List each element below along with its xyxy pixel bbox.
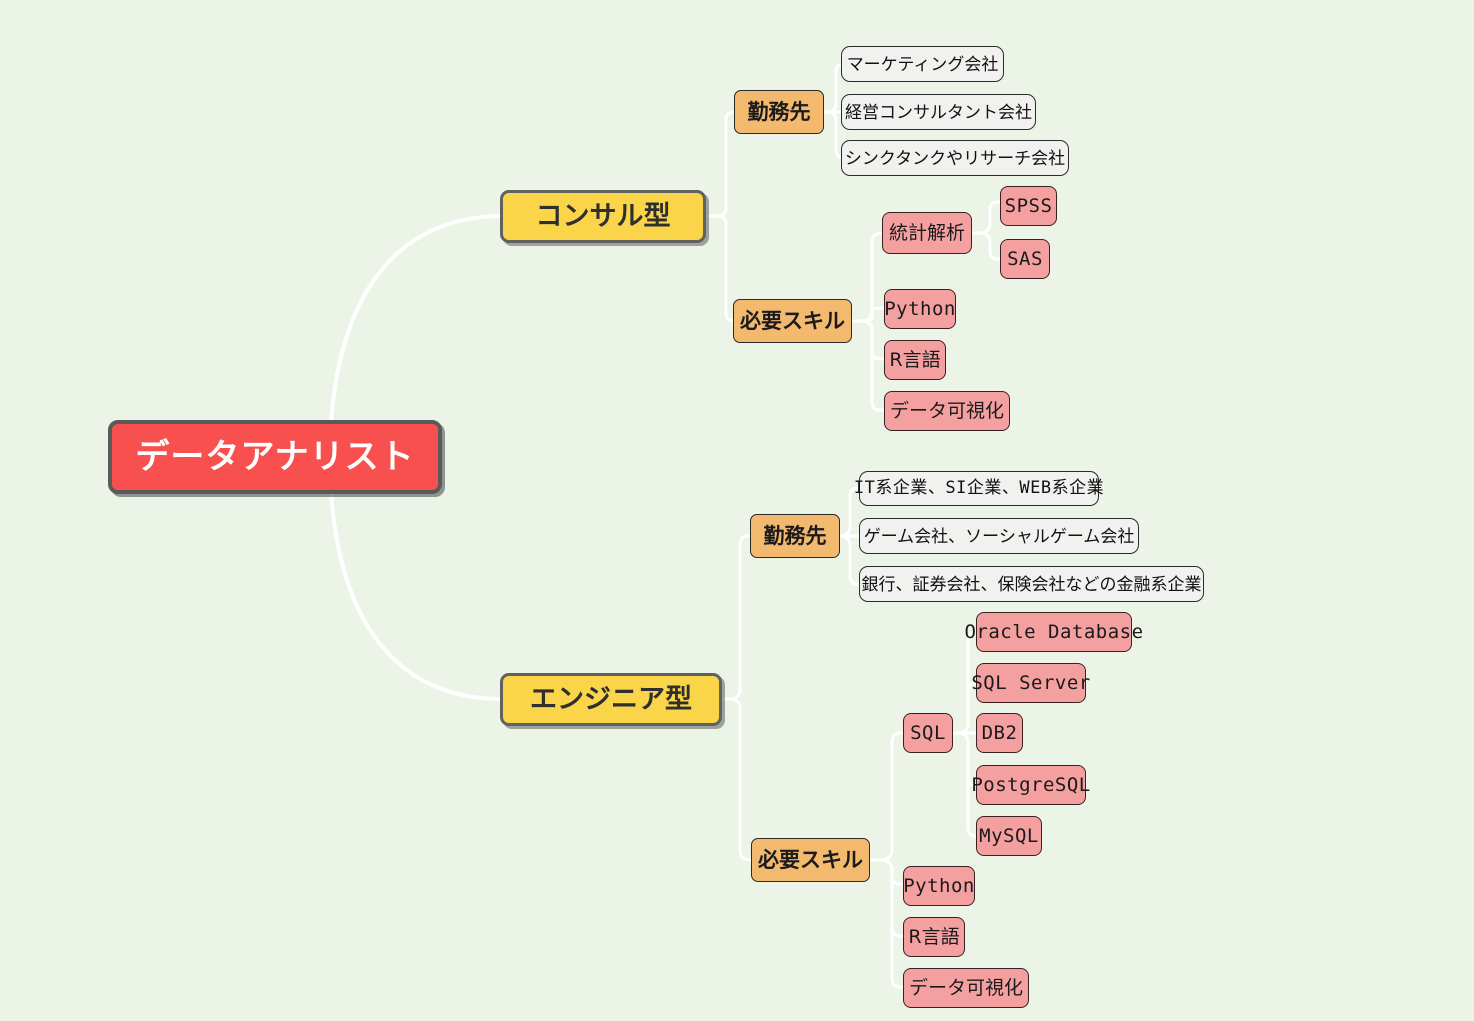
skill-node-consultant-statistics[interactable]: 統計解析 <box>882 212 972 254</box>
category-node-engineer-skills-label: 必要スキル <box>758 848 863 872</box>
skill-node-consultant-python-label: Python <box>884 297 956 320</box>
category-node-engineer-workplace-label: 勤務先 <box>763 524 827 548</box>
skill-node-sql-server-label: SQL Server <box>971 671 1091 694</box>
skill-node-mysql[interactable]: MySQL <box>976 816 1042 856</box>
skill-node-engineer-python-label: Python <box>903 874 975 897</box>
skill-node-consultant-visualization-label: データ可視化 <box>890 399 1005 422</box>
skill-node-engineer-r-label: R言語 <box>908 925 960 948</box>
skill-node-sql-label: SQL <box>910 721 946 744</box>
leaf-node-engineer-workplace-1[interactable]: IT系企業、SI企業、WEB系企業 <box>854 471 1104 506</box>
skill-node-engineer-r[interactable]: R言語 <box>903 917 965 957</box>
leaf-node-consultant-workplace-1[interactable]: マーケティング会社 <box>841 46 1004 82</box>
leaf-node-engineer-workplace-3[interactable]: 銀行、証券会社、保険会社などの金融系企業 <box>859 566 1204 602</box>
category-node-consultant-workplace[interactable]: 勤務先 <box>734 90 824 134</box>
skill-node-engineer-visualization-label: データ可視化 <box>909 976 1024 999</box>
category-node-consultant-skills-label: 必要スキル <box>740 309 845 333</box>
leaf-node-consultant-workplace-3-label: シンクタンクやリサーチ会社 <box>844 148 1066 168</box>
branch-node-consultant[interactable]: コンサル型 <box>500 190 706 243</box>
root-node-label: データアナリスト <box>135 438 415 476</box>
category-node-consultant-skills[interactable]: 必要スキル <box>733 299 852 343</box>
skill-node-sql[interactable]: SQL <box>903 713 953 753</box>
skill-node-oracle-database-label: Oracle Database <box>964 620 1144 643</box>
leaf-node-consultant-workplace-3[interactable]: シンクタンクやリサーチ会社 <box>841 140 1069 176</box>
skill-node-consultant-statistics-label: 統計解析 <box>889 222 966 244</box>
branch-node-engineer[interactable]: エンジニア型 <box>500 673 722 726</box>
skill-node-spss-label: SPSS <box>1004 194 1053 217</box>
skill-node-consultant-r[interactable]: R言語 <box>884 340 946 380</box>
leaf-node-consultant-workplace-1-label: マーケティング会社 <box>846 54 999 74</box>
skill-node-db2[interactable]: DB2 <box>976 713 1023 753</box>
leaf-node-engineer-workplace-2-label: ゲーム会社、ソーシャルゲーム会社 <box>863 526 1135 546</box>
leaf-node-consultant-workplace-2-label: 経営コンサルタント会社 <box>845 102 1032 122</box>
skill-node-mysql-label: MySQL <box>979 824 1039 847</box>
skill-node-oracle-database[interactable]: Oracle Database <box>964 612 1143 652</box>
category-node-engineer-skills[interactable]: 必要スキル <box>751 838 870 882</box>
leaf-node-engineer-workplace-2[interactable]: ゲーム会社、ソーシャルゲーム会社 <box>859 518 1139 554</box>
skill-node-sas[interactable]: SAS <box>1000 239 1050 279</box>
skill-node-sql-server[interactable]: SQL Server <box>971 663 1090 703</box>
skill-node-engineer-python[interactable]: Python <box>903 866 975 906</box>
leaf-node-engineer-workplace-3-label: 銀行、証券会社、保険会社などの金融系企業 <box>861 574 1202 594</box>
category-node-consultant-workplace-label: 勤務先 <box>747 100 811 124</box>
skill-node-engineer-visualization[interactable]: データ可視化 <box>903 968 1029 1008</box>
skill-node-spss[interactable]: SPSS <box>1000 186 1057 226</box>
root-node[interactable]: データアナリスト <box>108 420 442 494</box>
leaf-node-consultant-workplace-2[interactable]: 経営コンサルタント会社 <box>841 94 1036 130</box>
skill-node-consultant-python[interactable]: Python <box>884 289 956 329</box>
skill-node-consultant-r-label: R言語 <box>889 348 941 371</box>
leaf-node-engineer-workplace-1-label: IT系企業、SI企業、WEB系企業 <box>853 478 1105 498</box>
branch-node-engineer-label: エンジニア型 <box>530 684 692 714</box>
skill-node-postgresql[interactable]: PostgreSQL <box>971 765 1090 805</box>
branch-node-consultant-label: コンサル型 <box>535 201 671 231</box>
category-node-engineer-workplace[interactable]: 勤務先 <box>750 514 840 558</box>
skill-node-sas-label: SAS <box>1007 247 1043 270</box>
skill-node-db2-label: DB2 <box>981 721 1018 744</box>
skill-node-postgresql-label: PostgreSQL <box>971 773 1091 796</box>
skill-node-consultant-visualization[interactable]: データ可視化 <box>884 391 1010 431</box>
